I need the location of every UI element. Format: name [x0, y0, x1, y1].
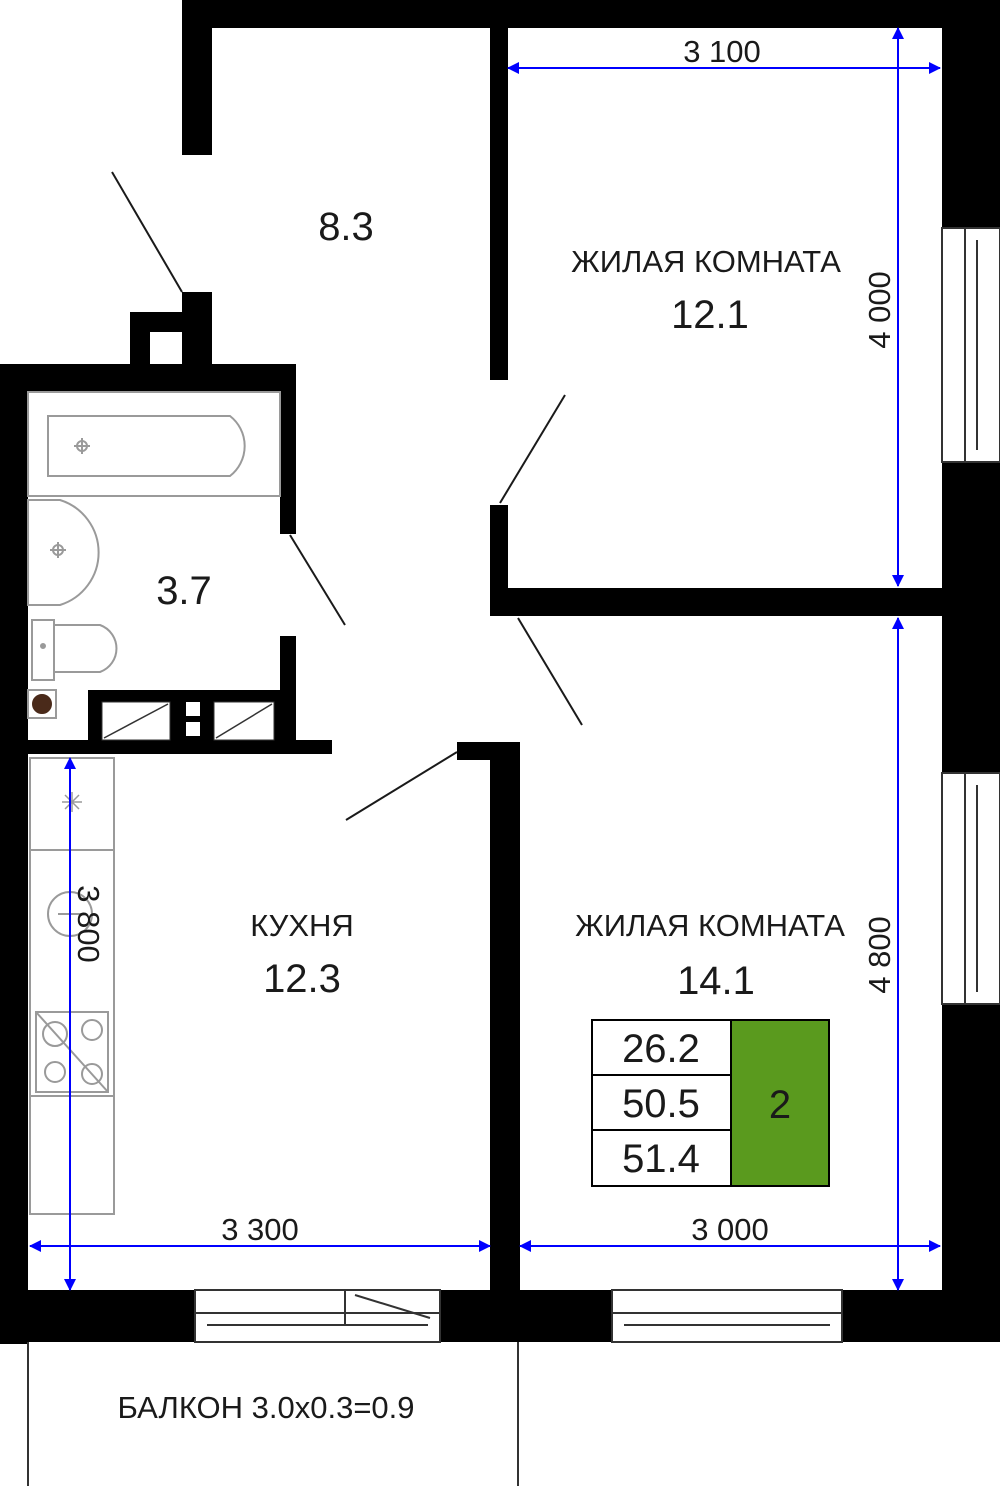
dim-top-height: 4 000 — [862, 271, 897, 349]
asterisk-icon — [62, 792, 82, 812]
total-with-balcony: 51.4 — [622, 1137, 700, 1181]
stove-icon — [35, 1011, 109, 1093]
wall-right-mid — [942, 460, 1000, 775]
bedroom-bottom-area: 14.1 — [677, 959, 755, 1003]
dim-bottom-height: 4 800 — [862, 916, 897, 994]
window-right-top — [941, 227, 1000, 463]
wall-right-upper — [942, 0, 1000, 230]
wall-center-top — [490, 28, 508, 380]
door-bedroom-bottom — [517, 617, 583, 726]
wall-bedrooms-divider — [490, 588, 1000, 616]
dim-top-width: 3 100 — [683, 34, 761, 69]
wall-right-lower — [942, 1002, 1000, 1342]
rooms-count-badge — [730, 1019, 830, 1187]
window-bedroom-bottom — [611, 1289, 843, 1343]
wall-bath-right-top — [280, 392, 296, 534]
bath-area: 3.7 — [156, 569, 212, 613]
toilet-icon — [31, 619, 118, 681]
wall-bottom-c — [842, 1290, 1000, 1342]
area-summary: 26.2 50.5 51.4 2 — [591, 1019, 830, 1187]
wall-bath-bottom — [28, 740, 332, 754]
door-swings — [111, 171, 583, 821]
window-kitchen — [194, 1289, 441, 1343]
kitchen-counter — [29, 757, 115, 1215]
dim-kitchen-width: 3 300 — [221, 1212, 299, 1247]
kitchen-name: КУХНЯ — [250, 908, 354, 943]
bathtub-icon — [27, 391, 281, 497]
kitchen-fixtures — [29, 757, 115, 1215]
bath-fixtures — [27, 391, 281, 719]
wall-center-lower — [490, 505, 508, 615]
hall-area: 8.3 — [318, 205, 374, 249]
windows — [194, 227, 1000, 1343]
bedroom-bottom-name: ЖИЛАЯ КОМНАТА — [575, 908, 845, 943]
wall-kitchen-divider — [490, 742, 520, 1342]
balcony — [27, 1342, 519, 1486]
dim-bottom-width: 3 000 — [691, 1212, 769, 1247]
bedroom-top-area: 12.1 — [671, 293, 749, 337]
bedroom-top-name: ЖИЛАЯ КОМНАТА — [571, 244, 841, 279]
wall-bottom-a — [0, 1290, 195, 1342]
kitchen-area: 12.3 — [263, 957, 341, 1001]
balcony-label: БАЛКОН 3.0x0.3=0.9 — [117, 1390, 414, 1425]
rooms-count: 2 — [769, 1083, 791, 1127]
dim-kitchen-height: 3 800 — [71, 885, 106, 963]
boiler-icon — [27, 689, 57, 719]
living-area: 26.2 — [622, 1027, 700, 1071]
total-area: 50.5 — [622, 1082, 700, 1126]
dimension-lines — [29, 27, 941, 1291]
wall-left — [0, 364, 28, 1344]
door-kitchen — [345, 751, 458, 821]
walls — [0, 0, 1000, 1344]
wall-top — [182, 0, 1000, 28]
window-right-bottom — [941, 772, 1000, 1005]
wall-bottom-b — [440, 1290, 612, 1342]
door-bath — [289, 534, 346, 626]
door-bedroom-top — [499, 394, 566, 504]
wall-shaft-top — [130, 312, 200, 332]
door-entrance — [111, 171, 183, 293]
wall-bath-top — [0, 364, 296, 392]
wall-hall-left-top — [182, 0, 212, 155]
sink-icon — [27, 499, 100, 606]
utility-shafts — [88, 690, 284, 741]
